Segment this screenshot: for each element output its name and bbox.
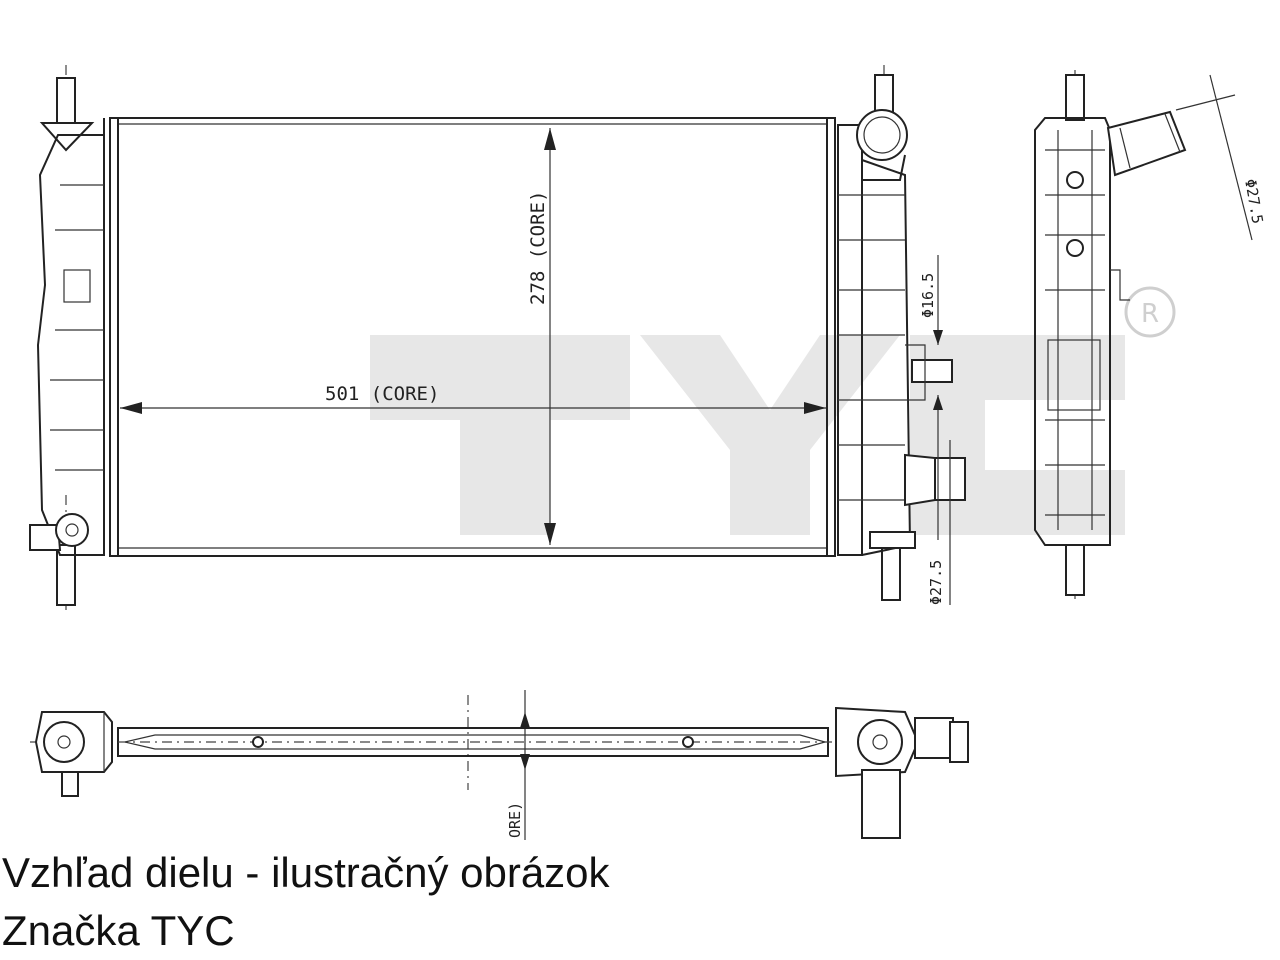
core-width-dimension: 501 (CORE) xyxy=(325,383,439,405)
tyc-watermark: TYC xyxy=(370,335,1125,535)
radiator-top-view: ORE) xyxy=(30,690,969,840)
caption-illustrative-notice: Vzhľad dielu - ilustračný obrázok xyxy=(2,849,610,896)
caption-brand: Značka TYC xyxy=(2,907,235,954)
outlet-diameter-dimension: Φ27.5 xyxy=(927,560,945,605)
registered-mark-icon: R xyxy=(1124,286,1176,338)
inlet-diameter-dimension: Φ16.5 xyxy=(919,273,937,318)
bottom-partial-dimension: ORE) xyxy=(506,802,524,838)
core-height-dimension: 278 (CORE) xyxy=(527,191,549,305)
registered-mark-text: R xyxy=(1141,299,1159,329)
radiator-technical-drawing: TYC R xyxy=(29,65,1267,840)
side-pipe-diameter-dimension: Φ27.5 xyxy=(1241,178,1267,226)
radiator-side-view: Φ27.5 xyxy=(1034,70,1267,600)
radiator-front-view: 278 (CORE) 501 (CORE) xyxy=(29,65,966,610)
